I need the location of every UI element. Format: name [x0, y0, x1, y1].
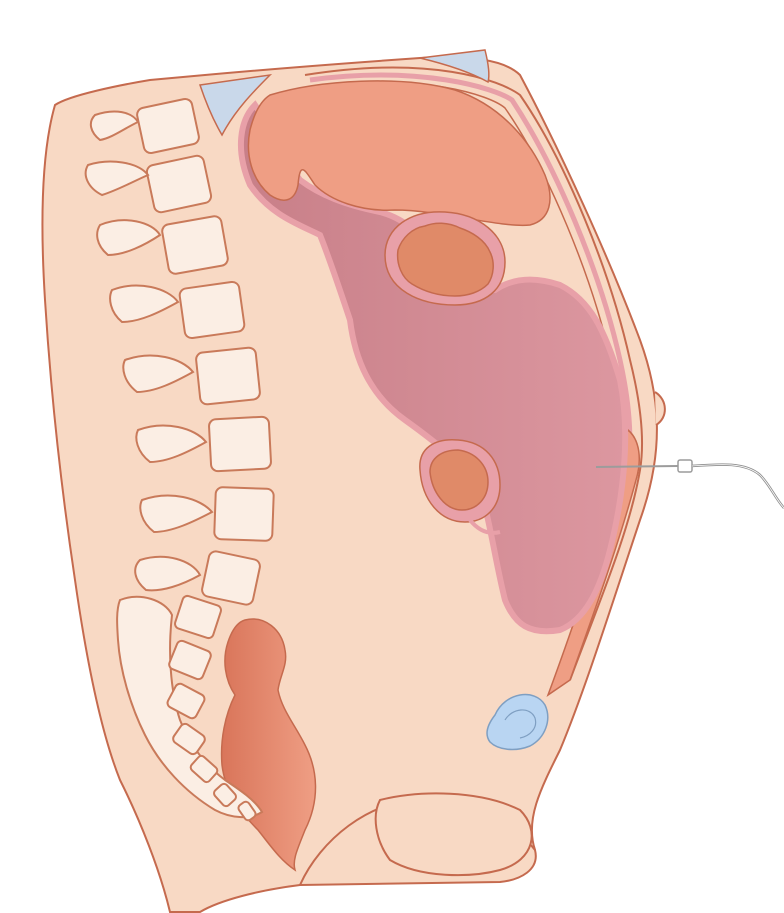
vertebra-4: [179, 281, 245, 339]
vertebra-5: [195, 347, 260, 405]
catheter-tube: [692, 465, 784, 508]
needle-shaft: [596, 466, 678, 467]
pubic-mound: [376, 793, 532, 875]
vertebra-7: [214, 487, 274, 541]
needle-hub: [678, 460, 692, 472]
vertebra-6: [209, 416, 272, 471]
vertebra-8: [201, 550, 261, 606]
umbilicus: [655, 392, 665, 425]
vertebra-3: [161, 215, 229, 275]
